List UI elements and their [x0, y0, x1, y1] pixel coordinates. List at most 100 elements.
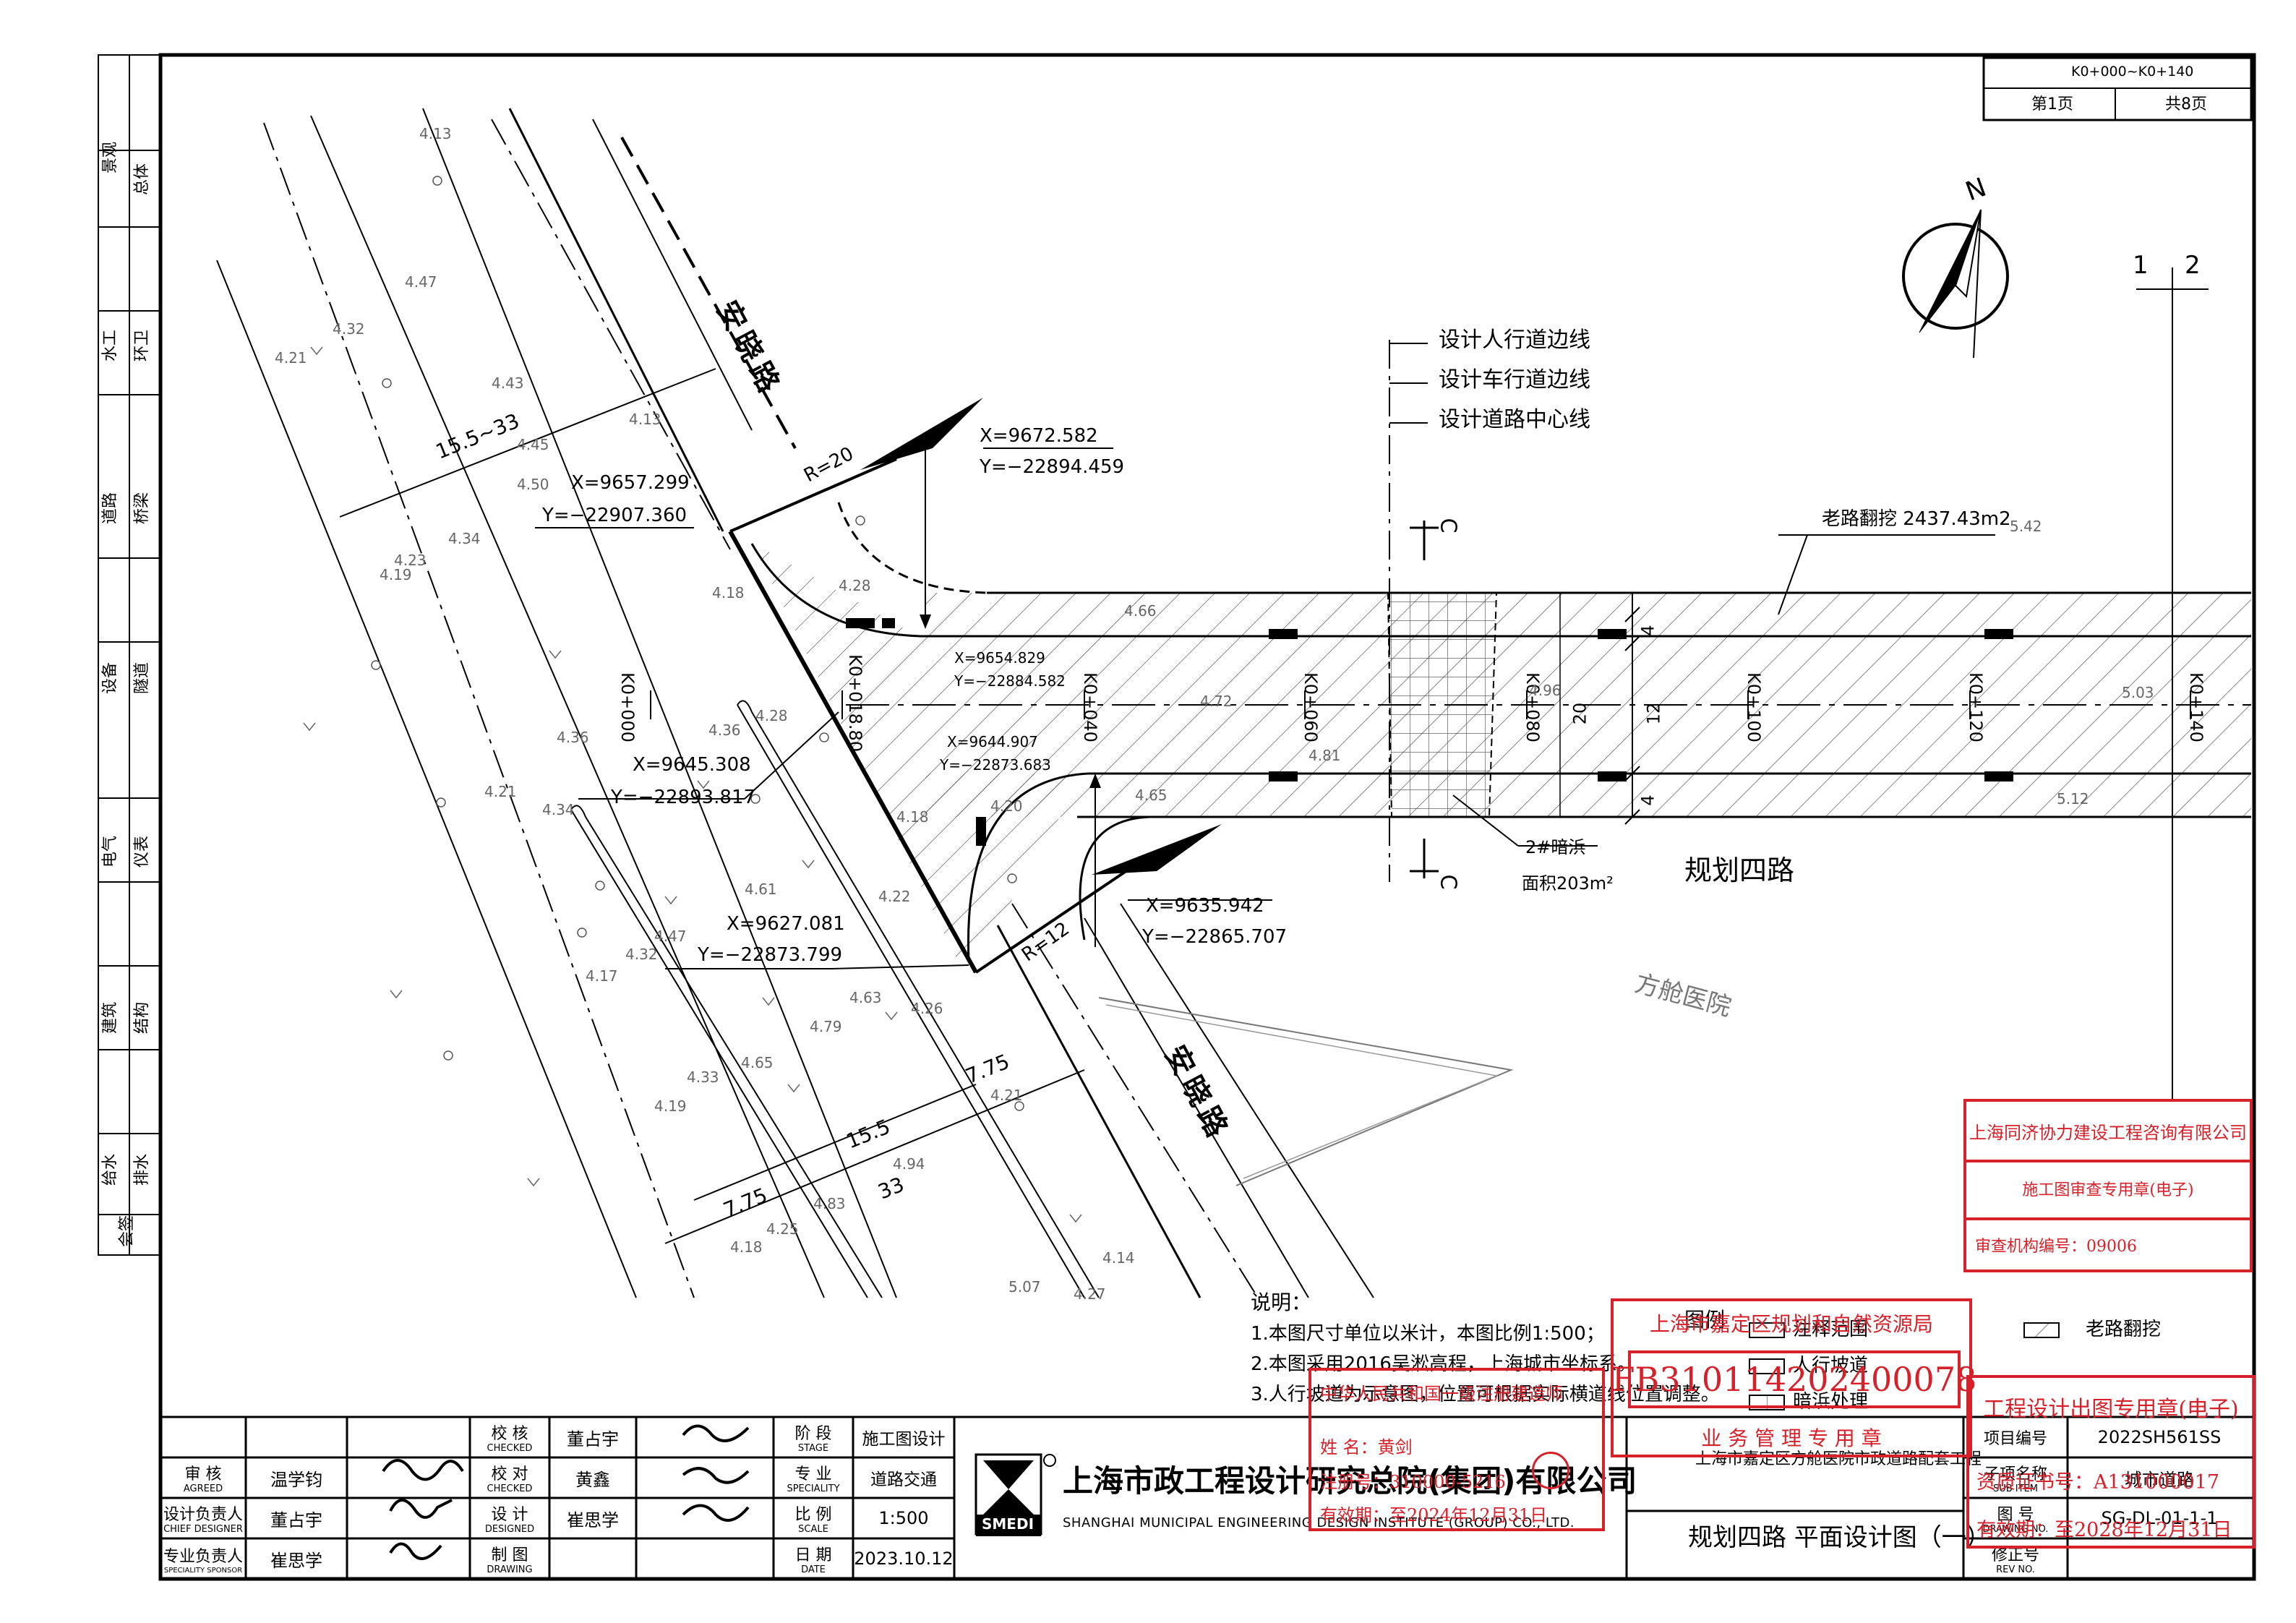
strip-label-sanitation: 环卫 — [133, 329, 151, 361]
strip-label-overall: 总体 — [133, 163, 151, 195]
planning-stamp-code: FB310114202400078 — [1612, 1350, 1976, 1408]
review-stamp: 上海同济协力建设工程咨询有限公司 施工图审查专用章(电子) 审查机构编号：090… — [1963, 1099, 2253, 1272]
review-stamp-company: 上海同济协力建设工程咨询有限公司 — [1966, 1102, 2250, 1162]
tb-project-no: 2022SH561SS — [2097, 1427, 2222, 1447]
notes-title: 说明： — [1251, 1290, 1312, 1314]
strip-label-road: 道路 — [101, 492, 119, 524]
elev: 4.26 — [911, 1000, 943, 1017]
elev: 4.18 — [896, 808, 929, 826]
tb-sponsor-name: 崔思学 — [270, 1550, 322, 1571]
terrain-symbols — [371, 176, 1024, 1111]
planning-stamp-org: 上海市嘉定区规划和自然资源局 — [1649, 1312, 1933, 1336]
legend-centerline: 设计道路中心线 — [1439, 407, 1590, 432]
elev: 4.50 — [517, 476, 549, 493]
elev: 4.66 — [1124, 602, 1157, 620]
old-road-dig-label: 老路翻挖 2437.43m2 — [1822, 508, 2011, 530]
culvert-area: 面积203m² — [1522, 873, 1614, 894]
elev: 4.34 — [448, 530, 481, 547]
legend-item-scope: 注释范围 — [1793, 1319, 1869, 1340]
tb-drawing-no: SG-DL-01-1-1 — [2101, 1508, 2218, 1528]
elev: 4.21 — [484, 783, 517, 800]
elev: 4.63 — [849, 989, 882, 1006]
seal-circle-icon — [1532, 1452, 1569, 1489]
registered-engineer-stamp: 中华人民共和国一级注册建造师 姓 名：黄剑 注册号：310000-5216 有效… — [1308, 1368, 1605, 1531]
elev: 4.18 — [712, 584, 745, 601]
elev: 4.43 — [492, 374, 524, 392]
strip-label-structure: 结构 — [133, 1001, 151, 1034]
elev: 4.20 — [990, 797, 1023, 815]
elev: 4.21 — [275, 349, 307, 367]
review-stamp-number: 审查机构编号：09006 — [1975, 1238, 2137, 1256]
tb-checked-name: 董占宇 — [567, 1429, 619, 1449]
coord-2-y: Y=−22907.360 — [542, 505, 687, 526]
coord-2-x: X=9657.299 — [571, 472, 690, 494]
elev: 4.19 — [380, 566, 412, 583]
signatures — [382, 1424, 750, 1560]
total-pages: 共8页 — [2165, 95, 2207, 114]
design-output-stamp: 工程设计出图专用章(电子) 资质证书号：A131000017 有效期：至2028… — [1966, 1375, 2256, 1549]
legend-carriageway-edge: 设计车行道边线 — [1439, 367, 1590, 393]
elev: 4.72 — [1200, 693, 1233, 710]
elev: 5.03 — [2122, 684, 2154, 701]
note-3: 3.人行坡道为示意图，位置可根据实际横道线位置调整。 — [1251, 1384, 1720, 1405]
note-1: 1.本图尺寸单位以米计，本图比例1:500； — [1251, 1323, 1605, 1345]
elev: 4.36 — [708, 721, 741, 739]
tb-scale-value: 1:500 — [878, 1508, 929, 1528]
design-stamp-cert: 资质证书号：A131000017 — [1976, 1471, 2220, 1494]
section-marker-right: 2 — [2185, 251, 2201, 280]
elev: 4.65 — [1135, 787, 1168, 804]
legend-item-old-road: 老路翻挖 — [2086, 1319, 2162, 1340]
section-marker-left: 1 — [2133, 251, 2149, 280]
tb-date-value: 2023.10.12 — [854, 1549, 954, 1569]
planning-bureau-stamp: 上海市嘉定区规划和自然资源局 FB310114202400078 业 务 管 理… — [1611, 1298, 1976, 1457]
tb-stage-value: 施工图设计 — [862, 1430, 946, 1449]
elev: 4.28 — [755, 707, 788, 724]
elev: 4.96 — [1529, 682, 1562, 699]
elev: 4.61 — [745, 881, 777, 898]
road-name-planned-4: 规划四路 — [1684, 855, 1795, 886]
strip-label-architecture: 建筑 — [101, 1001, 119, 1034]
elev: 4.32 — [625, 946, 658, 963]
station-k0-100: K0+100 — [1744, 672, 1764, 742]
legend-item-ramp: 人行坡道 — [1793, 1355, 1869, 1376]
elev: 5.42 — [2010, 518, 2042, 535]
station-k0-040: K0+040 — [1080, 672, 1100, 742]
tb-chief-designer-name: 董占宇 — [270, 1509, 322, 1530]
station-k0-018: K0+018.80 — [845, 654, 865, 753]
logo-text: SMEDI — [982, 1515, 1035, 1533]
company-name-en: SHANGHAI MUNICIPAL ENGINEERING DESIGN IN… — [1063, 1515, 1575, 1530]
coord-3-x: X=9654.829 — [954, 649, 1045, 667]
elev: 4.83 — [813, 1195, 846, 1212]
engineer-stamp-title: 中华人民共和国一级注册建造师 — [1320, 1384, 1563, 1404]
elev: 4.14 — [1102, 1249, 1135, 1267]
strip-label-drainage: 排水 — [133, 1153, 151, 1186]
strip-label-hydraulic: 水工 — [101, 329, 119, 361]
planned-road-4 — [650, 340, 2251, 974]
legend-sidewalk-edge: 设计人行道边线 — [1439, 327, 1590, 353]
elev: 4.33 — [687, 1069, 719, 1086]
smedi-logo — [974, 1453, 1056, 1536]
elev: 4.47 — [405, 273, 437, 291]
coord-3-y: Y=−22884.582 — [954, 672, 1066, 690]
pedestrian-ramps — [846, 618, 2013, 846]
coordinate-arrows — [535, 398, 1272, 969]
coord-7-x: X=9627.081 — [727, 913, 845, 935]
elev: 5.07 — [1008, 1278, 1041, 1296]
elev: 4.81 — [1308, 747, 1341, 764]
station-k0-120: K0+120 — [1966, 672, 1986, 742]
strip-label-bridge: 桥梁 — [133, 492, 151, 524]
elev: 4.47 — [654, 928, 687, 945]
tb-designed-name: 崔思学 — [567, 1509, 619, 1530]
strip-label-electrical: 电气 — [101, 835, 119, 868]
elev: 4.79 — [810, 1018, 842, 1035]
